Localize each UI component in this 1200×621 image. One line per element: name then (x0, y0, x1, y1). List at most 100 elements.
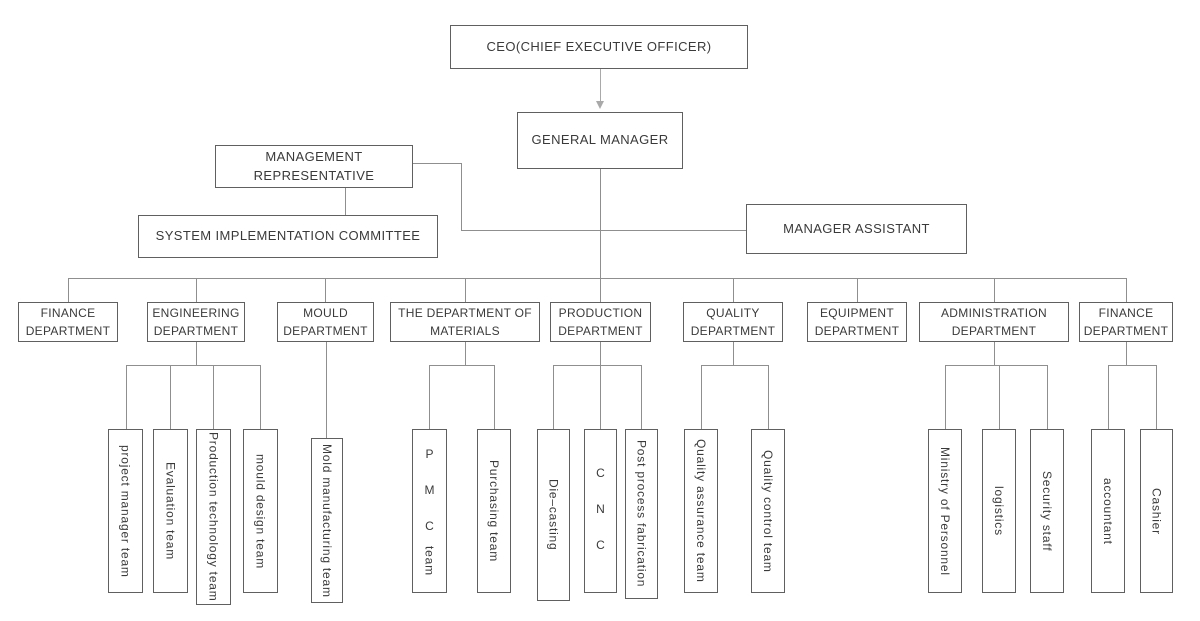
team-label-acronym: C N C (593, 466, 608, 556)
team-box-security-staff: Security staff (1030, 429, 1064, 593)
system-implementation-committee-label: SYSTEM IMPLEMENTATION COMMITTEE (155, 228, 421, 244)
connector-drop (126, 365, 127, 429)
dept-box-administration: ADMINISTRATION DEPARTMENT (919, 302, 1069, 342)
team-box-quality-assurance: Quality assurance team (684, 429, 718, 593)
connector-line (196, 342, 197, 365)
connector-sub-bus (1108, 365, 1156, 366)
connector-drop (196, 278, 197, 302)
team-box-accountant: accountant (1091, 429, 1125, 593)
dept-label: THE DEPARTMENT OF MATERIALS (398, 306, 532, 338)
team-box-quality-control: Quality control team (751, 429, 785, 593)
connector-drop (1156, 365, 1157, 429)
connector-line (1126, 342, 1127, 365)
dept-box-equipment: EQUIPMENT DEPARTMENT (807, 302, 907, 342)
team-label: Evaluation team (163, 461, 178, 561)
dept-label: QUALITY DEPARTMENT (690, 306, 776, 338)
team-box-evaluation: Evaluation team (153, 429, 188, 593)
connector-drop (213, 365, 214, 429)
team-box-die-casting: Die–casting (537, 429, 570, 601)
connector-drop (494, 365, 495, 429)
dept-label: EQUIPMENT DEPARTMENT (814, 306, 900, 338)
connector-drop (170, 365, 171, 429)
connector-drop (733, 278, 734, 302)
dept-box-materials: THE DEPARTMENT OF MATERIALS (390, 302, 540, 342)
connector-drop (641, 365, 642, 429)
connector-line (413, 163, 461, 164)
connector-main-bus (68, 278, 1126, 279)
team-box-project-manager: project manager team (108, 429, 143, 593)
connector-drop (768, 365, 769, 429)
team-label: Quality assurance team (694, 439, 708, 583)
connector-drop (600, 278, 601, 302)
connector-drop (945, 365, 946, 429)
dept-label: FINANCE DEPARTMENT (25, 306, 111, 338)
connector-drop (1108, 365, 1109, 429)
manager-assistant-box: MANAGER ASSISTANT (746, 204, 967, 254)
dept-box-quality: QUALITY DEPARTMENT (683, 302, 783, 342)
team-label: Die–casting (546, 479, 561, 551)
general-manager-label: GENERAL MANAGER (531, 132, 669, 148)
connector-line (461, 163, 462, 230)
team-box-ministry-of-personnel: Ministry of Personnel (928, 429, 962, 593)
team-box-mold-manufacturing: Mold manufacturing team (311, 438, 343, 603)
dept-label: FINANCE DEPARTMENT (1083, 306, 1169, 338)
dept-box-finance-right: FINANCE DEPARTMENT (1079, 302, 1173, 342)
general-manager-box: GENERAL MANAGER (517, 112, 683, 169)
connector-line (994, 342, 995, 365)
team-label-acronym: P M C (422, 446, 437, 537)
dept-box-engineering: ENGINEERING DEPARTMENT (147, 302, 245, 342)
team-box-mould-design: mould design team (243, 429, 278, 593)
connector-sub-bus (429, 365, 494, 366)
dept-label: ENGINEERING DEPARTMENT (152, 306, 240, 338)
team-label: Post process fabrication (634, 440, 649, 588)
management-representative-label: MANAGEMENT REPRESENTATIVE (253, 148, 375, 183)
connector-drop (325, 278, 326, 302)
connector-drop (1126, 278, 1127, 302)
connector-sub-bus (945, 365, 1047, 366)
team-box-post-process: Post process fabrication (625, 429, 658, 599)
connector-sub-bus (126, 365, 260, 366)
team-box-cashier: Cashier (1140, 429, 1173, 593)
team-label: Production technology team (206, 432, 221, 602)
connector-drop (465, 278, 466, 302)
system-implementation-committee-box: SYSTEM IMPLEMENTATION COMMITTEE (138, 215, 438, 258)
connector-drop (429, 365, 430, 429)
team-label: Mold manufacturing team (320, 443, 334, 598)
team-label: accountant (1101, 477, 1115, 545)
management-representative-box: MANAGEMENT REPRESENTATIVE (215, 145, 413, 188)
connector-drop (326, 342, 327, 438)
connector-drop (600, 365, 601, 429)
connector-line (345, 188, 346, 215)
team-label: project manager team (118, 444, 133, 578)
connector-sub-bus (701, 365, 768, 366)
manager-assistant-label: MANAGER ASSISTANT (783, 220, 930, 236)
ceo-gm-arrow-line (600, 69, 601, 102)
connector-drop (68, 278, 69, 302)
connector-line (461, 230, 746, 231)
connector-drop (994, 278, 995, 302)
ceo-label: CEO(CHIEF EXECUTIVE OFFICER) (486, 38, 712, 54)
team-label: logistics (992, 486, 1006, 536)
team-label: mould design team (253, 453, 268, 569)
team-box-pmc: P M C team (412, 429, 447, 593)
dept-box-mould: MOULD DEPARTMENT (277, 302, 374, 342)
team-box-purchasing: Purchasing team (477, 429, 511, 593)
gm-trunk-line (600, 169, 601, 278)
team-box-logistics: logistics (982, 429, 1016, 593)
team-label: Purchasing team (487, 459, 501, 563)
connector-drop (553, 365, 554, 429)
ceo-box: CEO(CHIEF EXECUTIVE OFFICER) (450, 25, 748, 69)
dept-box-finance-left: FINANCE DEPARTMENT (18, 302, 118, 342)
connector-sub-bus (553, 365, 641, 366)
team-label: Security staff (1040, 470, 1054, 552)
connector-drop (999, 365, 1000, 429)
team-label: Cashier (1149, 487, 1164, 535)
dept-label: ADMINISTRATION DEPARTMENT (941, 306, 1047, 338)
dept-label: PRODUCTION DEPARTMENT (558, 306, 643, 338)
arrowhead-down-icon (596, 101, 604, 109)
team-label-suffix: team (422, 545, 437, 576)
connector-drop (857, 278, 858, 302)
team-box-cnc: C N C (584, 429, 617, 593)
connector-drop (701, 365, 702, 429)
